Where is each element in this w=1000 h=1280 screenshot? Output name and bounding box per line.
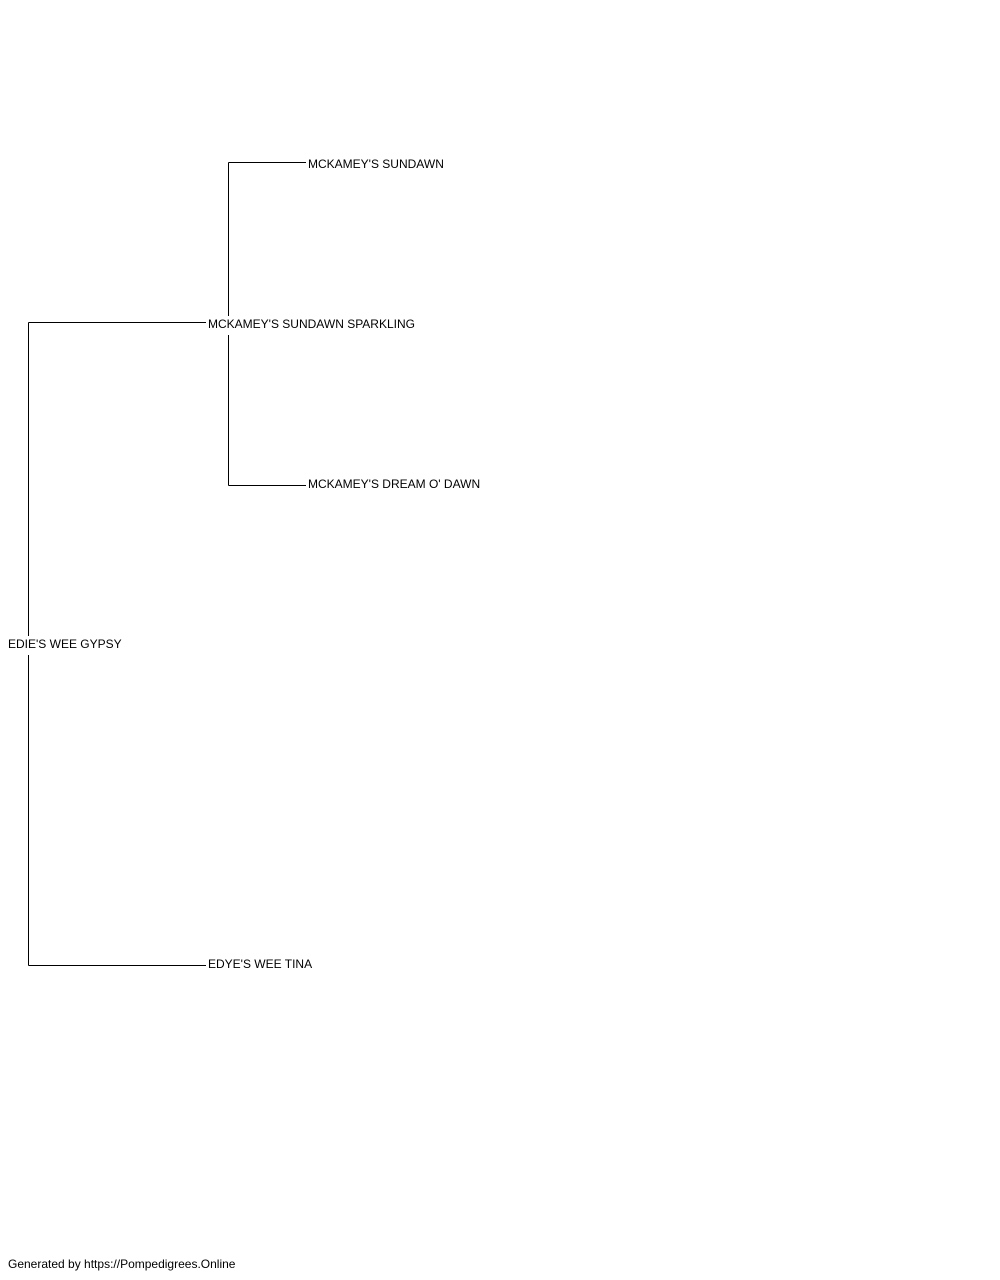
node-sire-dam: MCKAMEY'S DREAM O' DAWN <box>308 477 481 491</box>
node-sire: MCKAMEY'S SUNDAWN SPARKLING <box>208 317 415 331</box>
node-subject: EDIE'S WEE GYPSY <box>8 637 122 651</box>
footer-credit: Generated by https://Pompedigrees.Online <box>8 1257 236 1271</box>
node-dam: EDYE'S WEE TINA <box>208 957 313 971</box>
node-sire-sire: MCKAMEY'S SUNDAWN <box>308 157 444 171</box>
